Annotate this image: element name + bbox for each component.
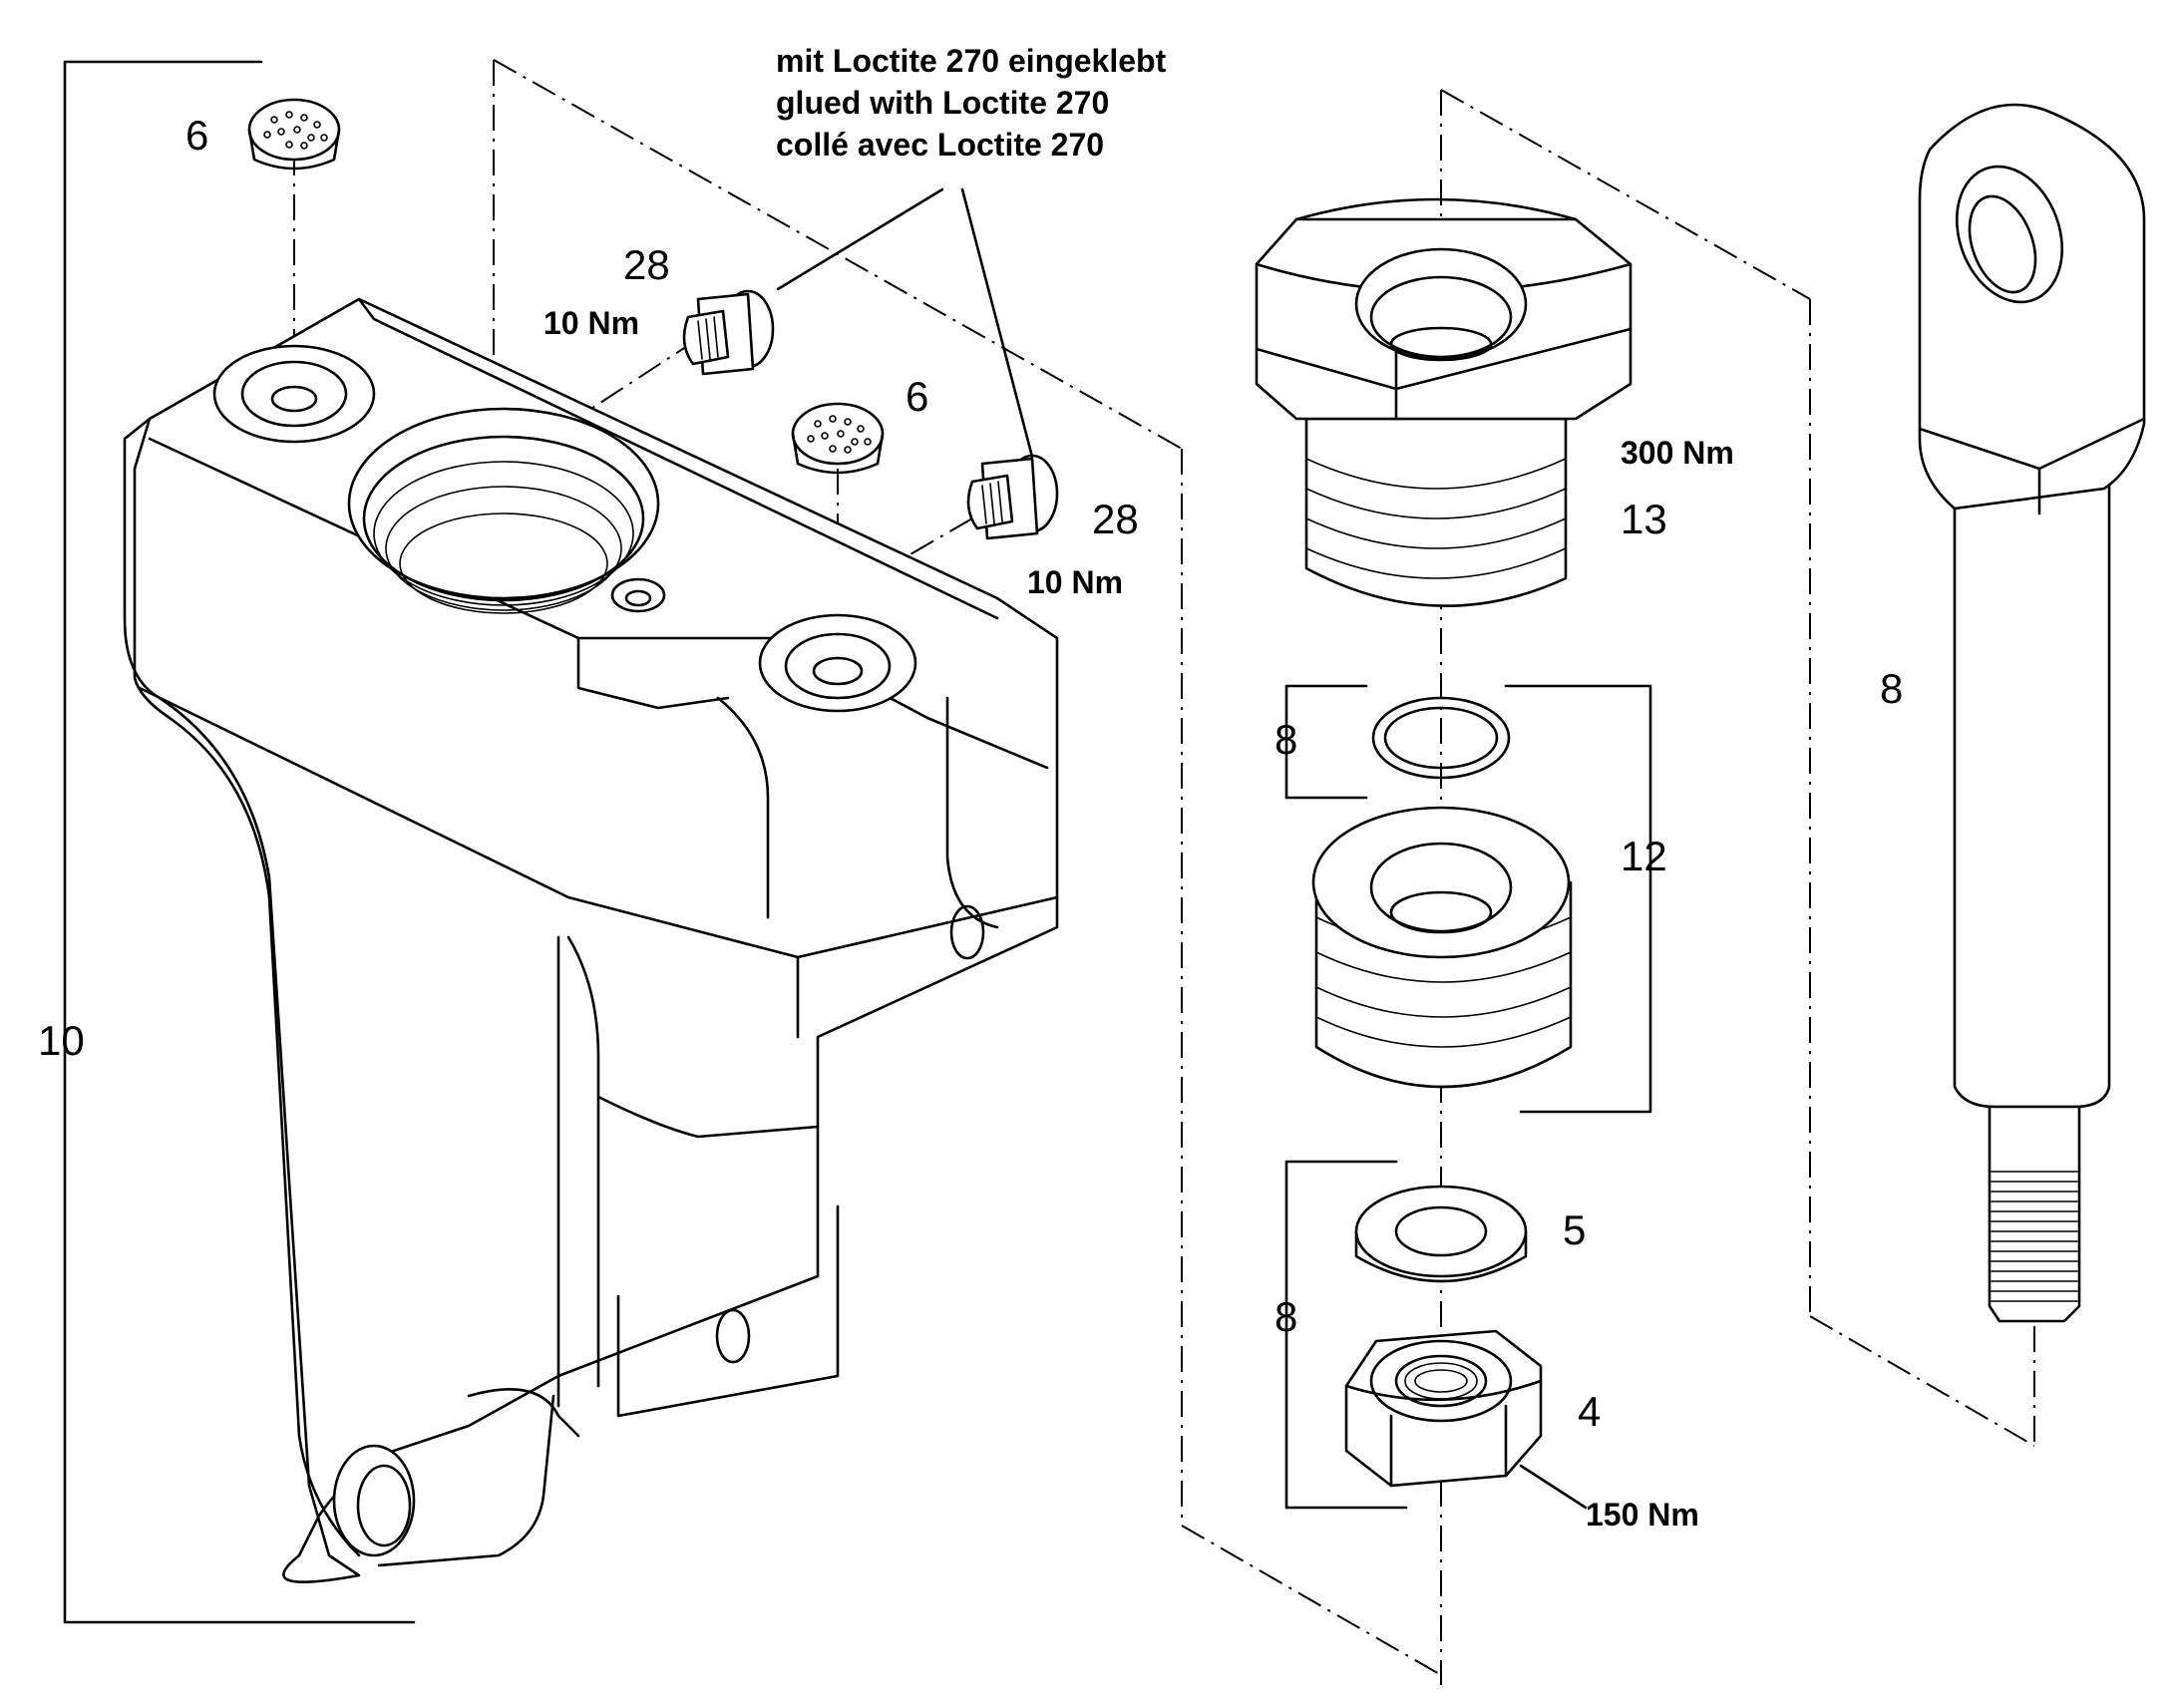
washer [1354,1185,1528,1283]
eye-bolt [1918,103,2146,1323]
filter-cap-center [791,402,885,475]
label-plug-upper: 28 [623,241,670,288]
label-hex-nut: 4 [1578,1388,1601,1435]
torque-plug-lower: 10 Nm [1027,564,1123,600]
seal-kit [1311,806,1573,1089]
label-filter-cap-center: 6 [906,373,928,420]
label-seal-kit: 12 [1621,833,1667,879]
label-filter-cap-top: 6 [185,112,208,159]
label-eye-bolt: 8 [1880,665,1903,712]
loctite-note-line-1: mit Loctite 270 eingeklebt [776,43,1167,79]
dimension-lines [63,60,1652,1624]
filter-cap-top [247,98,341,171]
loctite-leader-1 [776,187,944,291]
loctite-leader-2 [960,187,1034,459]
loctite-note-line-2: glued with Loctite 270 [776,85,1109,121]
loctite-note-line-3: collé avec Loctite 270 [776,127,1104,163]
label-o-ring: 8 [1274,716,1297,763]
label-bracket: 10 [38,1017,85,1064]
plug-lower [966,454,1059,540]
hex-nut [1344,1329,1543,1488]
seal-kit-12-bracket [1504,684,1652,1114]
label-plug-lower: 28 [1092,496,1139,542]
bracket-10-dimension [63,60,416,1624]
label-bushing-nut: 13 [1621,496,1667,542]
nut-torque-leader [1519,1464,1588,1510]
label-washer: 5 [1563,1206,1586,1253]
o-ring-8-bracket [1284,684,1368,800]
labels: mit Loctite 270 eingeklebt glued with Lo… [38,43,1903,1533]
bracket-part [123,297,1059,1583]
washer-nut-8-bracket [1284,1160,1408,1510]
label-washer-nut-set: 8 [1274,1293,1297,1340]
torque-bushing-nut: 300 Nm [1621,435,1734,471]
bushing-nut [1255,197,1633,607]
plug-upper [682,289,775,376]
torque-hex-nut: 150 Nm [1586,1497,1699,1533]
torque-plug-upper: 10 Nm [544,305,639,341]
o-ring [1371,696,1511,780]
